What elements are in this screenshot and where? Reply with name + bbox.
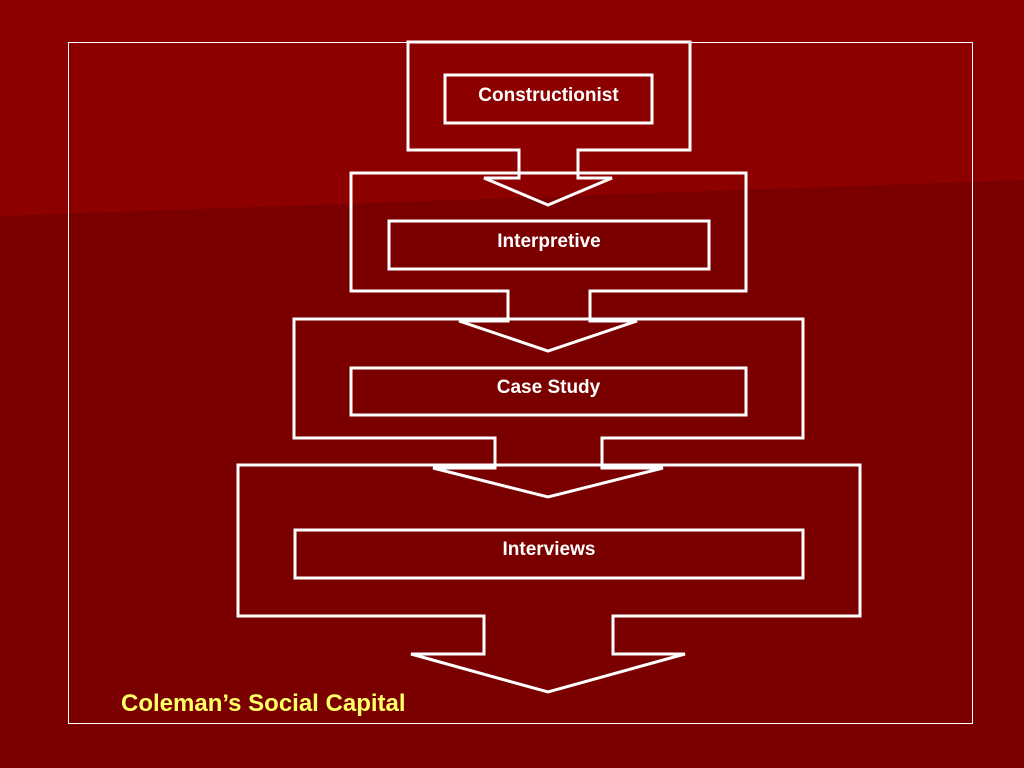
funnel-stage-4-outline <box>236 463 862 694</box>
stage-2-label: Interpretive <box>497 231 601 252</box>
stage-3-box <box>349 366 748 417</box>
funnel-stage-3-outline <box>292 317 805 499</box>
stage-4-label: Interviews <box>502 539 596 560</box>
stage-3-label: Case Study <box>496 377 601 398</box>
stage-1-box <box>443 73 654 125</box>
funnel-stage-2-outline <box>349 171 748 353</box>
stage-2-box <box>387 219 711 271</box>
funnel-stage-1-outline <box>406 40 692 207</box>
stage-4-box <box>293 528 805 580</box>
stage-1-label: Constructionist <box>478 85 619 106</box>
diagram-caption: Coleman’s Social Capital <box>121 690 406 717</box>
background-band <box>0 0 1024 216</box>
